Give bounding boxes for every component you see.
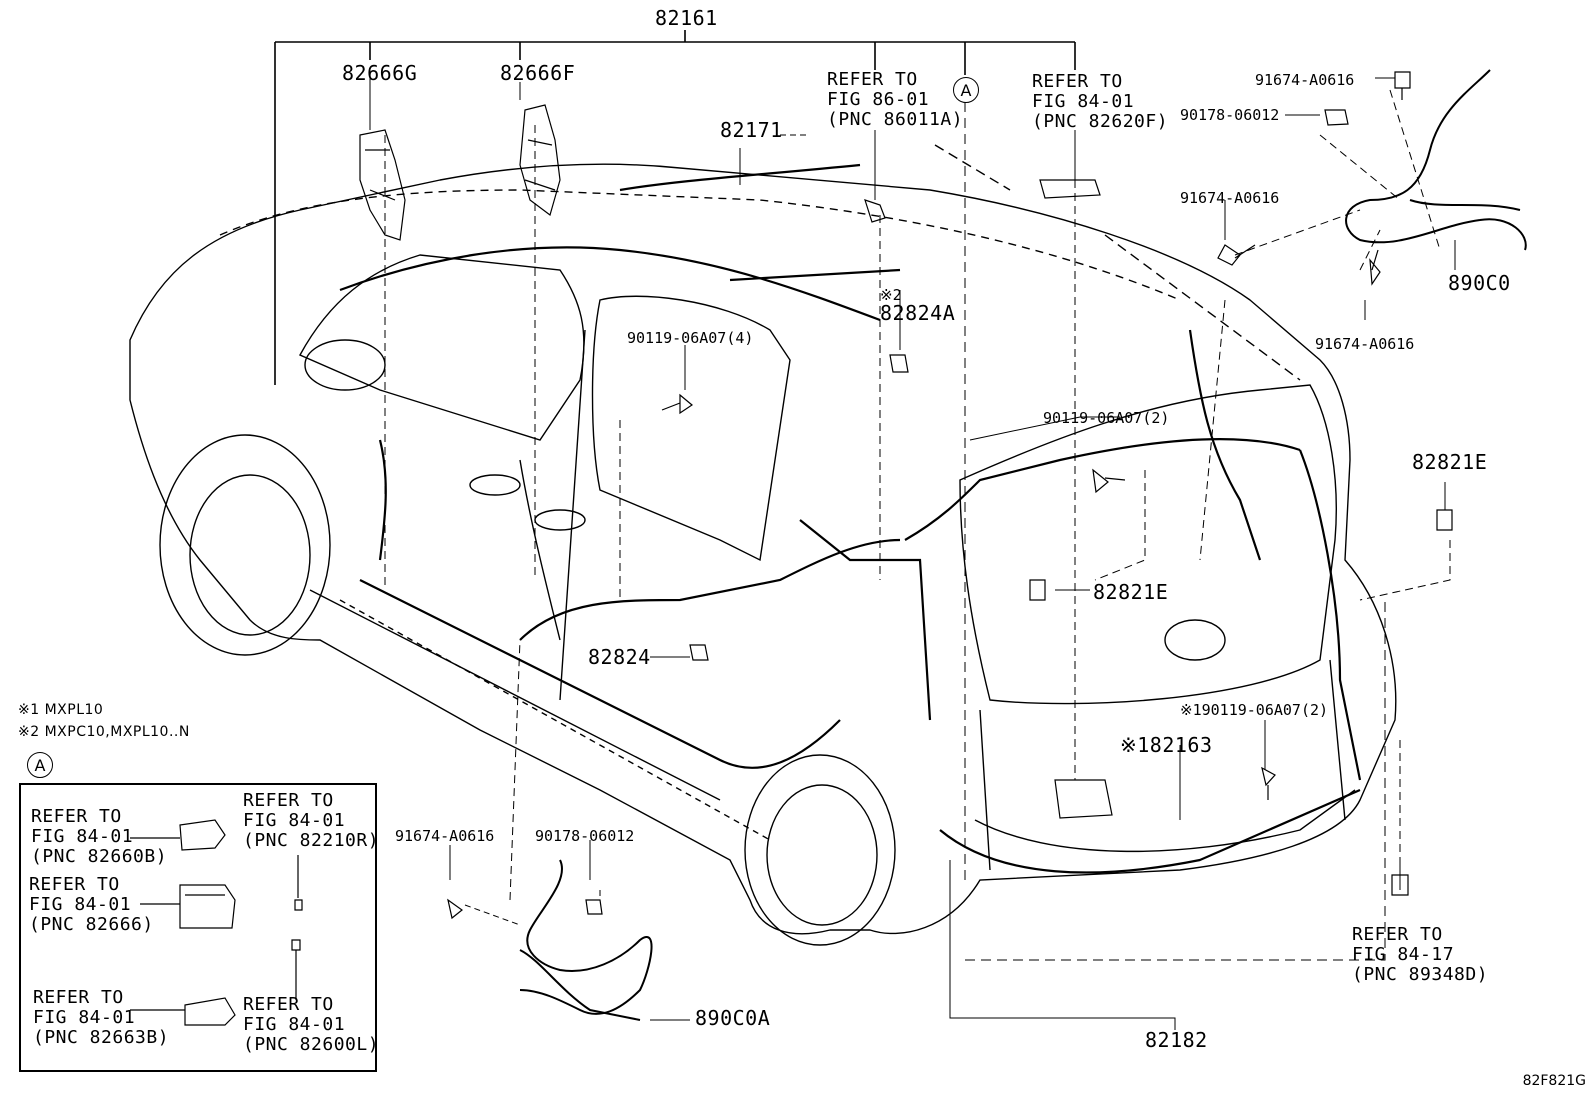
refer-line-3: (PNC 82660B) — [31, 846, 168, 867]
refer-line-1: REFER TO — [243, 790, 334, 811]
note-1: ※1 MXPL10 — [18, 702, 104, 718]
refer-line-2: FIG 84-01 — [31, 826, 134, 847]
rear-wheel — [744, 754, 896, 946]
part-number-90178-top: 90178-06012 — [1180, 106, 1280, 124]
refer-line-3: (PNC 86011A) — [827, 109, 964, 130]
refer-line-3: (PNC 82663B) — [33, 1027, 170, 1048]
part-number-91674-mid: 91674-A0616 — [1180, 189, 1280, 207]
connector-82821E-icon — [1029, 509, 1453, 601]
part-number-90119-2: 90119-06A07(2) — [1043, 409, 1170, 427]
note-2: ※2 MXPC10,MXPL10..N — [18, 724, 190, 740]
part-number-91674-top: 91674-A0616 — [1255, 71, 1355, 89]
inset-refer-82663B: REFER TO FIG 84-01 (PNC 82663B) — [33, 988, 169, 1048]
front-wheel — [159, 434, 331, 656]
harness-890C0A-icon — [519, 859, 653, 1021]
refer-line-1: REFER TO — [31, 806, 122, 827]
part-number-82666F: 82666F — [500, 61, 576, 85]
bracket-82666G-icon — [359, 129, 406, 241]
part-number-82821E-right: 82821E — [1412, 450, 1488, 474]
part-number-82171: 82171 — [720, 118, 783, 142]
figure-code: 82F821G — [1522, 1073, 1586, 1089]
module-82163-icon — [1054, 779, 1113, 819]
part-number-91674-low: 91674-A0616 — [1315, 335, 1415, 353]
connector-82824-icon — [689, 644, 709, 661]
refer-fig-84-17: REFER TO FIG 84-17 (PNC 89348D) — [1352, 925, 1488, 985]
inset-refer-82666: REFER TO FIG 84-01 (PNC 82666) — [29, 875, 154, 935]
refer-fig-86-01: REFER TO FIG 86-01 (PNC 86011A) — [827, 70, 963, 130]
refer-line-3: (PNC 82620F) — [1032, 111, 1169, 132]
refer-line-2: FIG 84-01 — [243, 1014, 346, 1035]
part-number-82666G: 82666G — [342, 61, 418, 85]
refer-line-1: REFER TO — [33, 987, 124, 1008]
refer-line-2: FIG 84-01 — [1032, 91, 1135, 112]
inset-refer-82210R: REFER TO FIG 84-01 (PNC 82210R) — [243, 791, 379, 851]
part-number-82821E-mid: 82821E — [1093, 580, 1169, 604]
refer-line-1: REFER TO — [1032, 71, 1123, 92]
part-number-82824A: 82824A — [880, 301, 956, 325]
refer-line-1: REFER TO — [29, 874, 120, 895]
refer-line-2: FIG 84-17 — [1352, 944, 1455, 965]
part-number-82163: ※182163 — [1120, 733, 1213, 757]
bolt-icon — [447, 71, 1411, 920]
refer-line-3: (PNC 82600L) — [243, 1034, 380, 1055]
inset-parts — [130, 819, 303, 1026]
note-mark-2: ※2 — [880, 286, 902, 304]
part-number-82824: 82824 — [588, 645, 651, 669]
refer-line-2: FIG 86-01 — [827, 89, 930, 110]
refer-line-1: REFER TO — [1352, 924, 1443, 945]
block-82620F-icon — [1039, 179, 1101, 199]
refer-line-2: FIG 84-01 — [33, 1007, 136, 1028]
refer-line-1: REFER TO — [243, 994, 334, 1015]
part-number-90119-4: 90119-06A07(4) — [627, 329, 754, 347]
part-number-91674-bottom: 91674-A0616 — [395, 827, 495, 845]
vehicle-body — [129, 144, 1397, 935]
leader-lines — [369, 70, 1456, 1030]
refer-fig-84-01-82620F: REFER TO FIG 84-01 (PNC 82620F) — [1032, 72, 1168, 132]
part-number-90178-bottom: 90178-06012 — [535, 827, 635, 845]
bracket-82161 — [274, 30, 1076, 385]
refer-line-3: (PNC 89348D) — [1352, 964, 1489, 985]
inset-refer-82600L: REFER TO FIG 84-01 (PNC 82600L) — [243, 995, 379, 1055]
part-number-890C0A: 890C0A — [695, 1006, 771, 1030]
harness-890C0-icon — [1345, 69, 1527, 251]
inset-a-panel: REFER TO FIG 84-01 (PNC 82660B) REFER TO… — [19, 783, 379, 1072]
connector-86011A-icon — [864, 199, 886, 223]
refer-line-1: REFER TO — [827, 69, 918, 90]
refer-line-3: (PNC 82666) — [29, 914, 154, 935]
wire-harness — [339, 163, 1362, 874]
connector-82824A-icon — [889, 354, 909, 373]
section-a-marker: A — [953, 77, 979, 103]
refer-line-2: FIG 84-01 — [243, 810, 346, 831]
connector-89348D-icon — [1391, 874, 1409, 896]
bracket-82666F-icon — [519, 104, 561, 217]
refer-line-3: (PNC 82210R) — [243, 830, 380, 851]
part-number-890C0: 890C0 — [1448, 271, 1511, 295]
part-number-82182: 82182 — [1145, 1028, 1208, 1052]
refer-line-2: FIG 84-01 — [29, 894, 132, 915]
inset-a-marker: A — [27, 752, 53, 778]
inset-refer-82660B: REFER TO FIG 84-01 (PNC 82660B) — [31, 807, 167, 867]
part-number-90119-2b: ※190119-06A07(2) — [1180, 701, 1329, 719]
part-number-82161: 82161 — [655, 6, 718, 30]
